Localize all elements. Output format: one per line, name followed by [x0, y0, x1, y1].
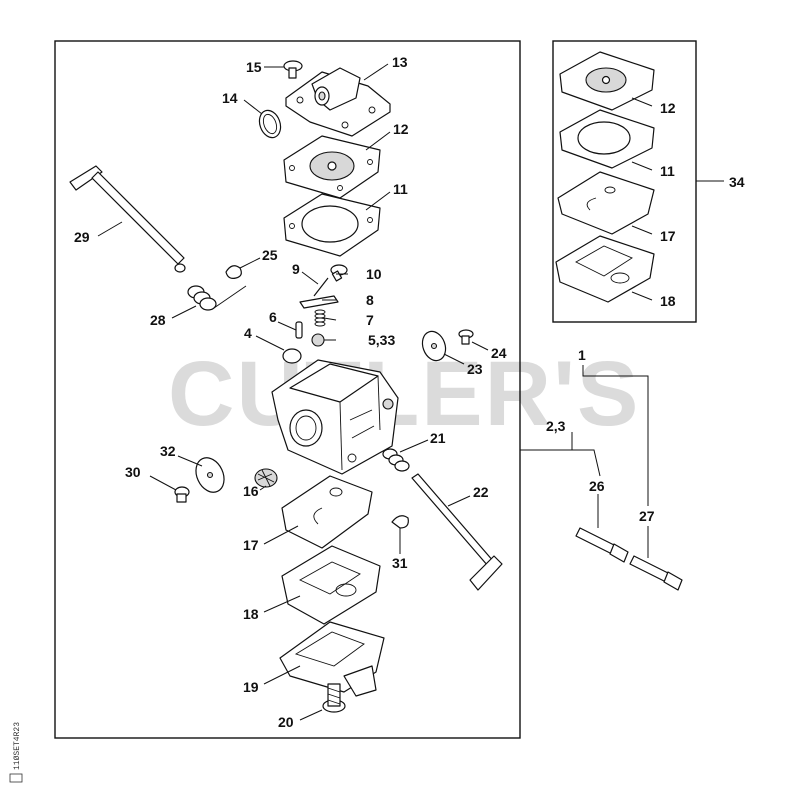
gasket-part-11-icon: [283, 193, 381, 257]
part-labels: 15 13 14 12 11 29 25 9 10 8 7 28 6 4 5,3…: [74, 54, 745, 730]
kit-gasket-11-icon: [559, 109, 655, 169]
label-part-13: 13: [392, 54, 408, 70]
throttle-shaft-part-22-icon: [411, 473, 503, 591]
spring-part-21-icon: [382, 448, 410, 472]
label-part-8: 8: [366, 292, 374, 308]
label-part-18: 18: [243, 606, 259, 622]
label-kit-17: 17: [660, 228, 676, 244]
strainer-part-16-icon: [254, 468, 278, 488]
label-part-14: 14: [222, 90, 238, 106]
drawing-code-icon: [9, 773, 23, 783]
label-part-6: 6: [269, 309, 277, 325]
spring-part-28-icon: [187, 285, 247, 311]
label-part-11: 11: [393, 181, 408, 197]
label-part-10: 10: [366, 266, 382, 282]
o-ring-part-14-icon: [258, 109, 282, 139]
label-kit-11: 11: [660, 163, 675, 179]
kit-gasket-18-icon: [555, 235, 655, 303]
part-drawings: [69, 51, 683, 713]
drawing-code: 11ØSET4R23: [13, 722, 22, 770]
screw-part-15-icon: [283, 60, 303, 79]
label-part-32: 32: [160, 443, 176, 459]
adjusting-screw-part-26-icon: [575, 527, 629, 563]
plate-part-32-icon: [195, 457, 225, 493]
label-part-19: 19: [243, 679, 259, 695]
label-part-28: 28: [150, 312, 166, 328]
plate-part-23-icon: [421, 330, 447, 362]
label-part-2-3: 2,3: [546, 418, 566, 434]
plug-part-4-icon: [282, 348, 302, 364]
label-part-9: 9: [292, 261, 300, 277]
nut-part-533-icon: [311, 333, 325, 347]
screw-part-30-icon: [174, 486, 190, 503]
label-part-15: 15: [246, 59, 262, 75]
label-part-25: 25: [262, 247, 278, 263]
leader-lines: [97, 63, 724, 721]
label-part-21: 21: [430, 430, 446, 446]
label-part-31: 31: [392, 555, 408, 571]
kit-diaphragm-17-icon: [557, 171, 655, 235]
carburetor-body-icon: [271, 359, 399, 475]
choke-shaft-part-29-icon: [69, 165, 186, 273]
label-part-12: 12: [393, 121, 409, 137]
end-cover-part-19-icon: [279, 621, 385, 697]
label-part-20: 20: [278, 714, 294, 730]
screw-part-24-icon: [458, 329, 474, 345]
spring-part-7-icon: [314, 309, 326, 327]
label-part-22: 22: [473, 484, 489, 500]
clip-part-25-icon: [225, 265, 242, 279]
label-part-30: 30: [125, 464, 141, 480]
lever-part-8-icon: [299, 295, 339, 309]
label-part-26: 26: [589, 478, 605, 494]
needle-part-6-icon: [295, 321, 303, 339]
main-parts-frame: [54, 40, 521, 739]
label-part-29: 29: [74, 229, 90, 245]
label-part-1: 1: [578, 347, 586, 363]
watermark-text: CUTLER'S: [168, 343, 640, 445]
diaphragm-part-12-icon: [283, 135, 381, 199]
label-kit-18: 18: [660, 293, 676, 309]
label-part-5-33: 5,33: [368, 332, 395, 348]
label-kit-12: 12: [660, 100, 676, 116]
clip-part-31-icon: [391, 515, 409, 529]
screw-part-10-icon: [330, 264, 348, 282]
label-part-4: 4: [244, 325, 252, 341]
label-part-27: 27: [639, 508, 655, 524]
label-part-24: 24: [491, 345, 507, 361]
diaphragm-part-17-icon: [281, 475, 373, 549]
label-part-16: 16: [243, 483, 259, 499]
adjusting-screw-part-27-icon: [629, 555, 683, 591]
cover-part-13-icon: [285, 67, 391, 137]
label-part-23: 23: [467, 361, 483, 377]
kit-diaphragm-12-icon: [559, 51, 655, 111]
label-part-7: 7: [366, 312, 374, 328]
gasket-part-18-icon: [281, 545, 381, 625]
screw-part-20-icon: [322, 683, 346, 713]
label-part-17: 17: [243, 537, 259, 553]
label-kit-34: 34: [729, 174, 745, 190]
